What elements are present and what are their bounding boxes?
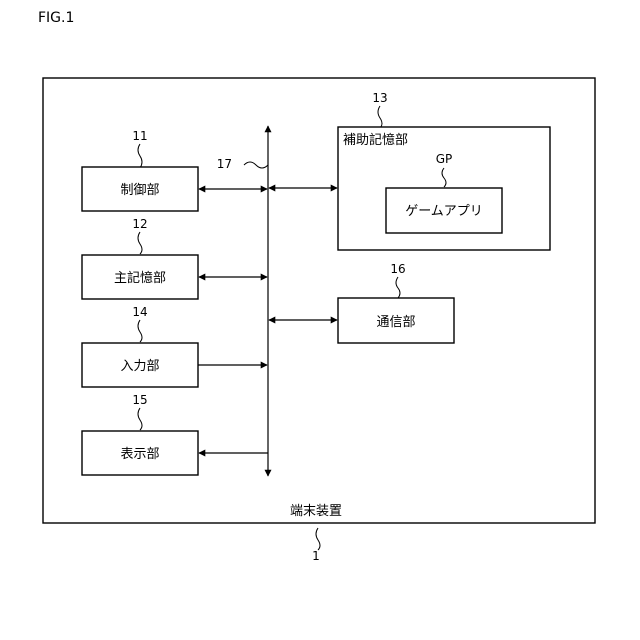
game-app-ref: GP bbox=[436, 152, 453, 166]
bus-ref: 17 bbox=[217, 157, 232, 171]
aux-storage-ref: 13 bbox=[372, 91, 387, 105]
display-unit-label: 表示部 bbox=[120, 447, 159, 462]
input-ref: 14 bbox=[132, 305, 147, 319]
device-ref-leader bbox=[316, 528, 320, 550]
aux-storage-label: 補助記憶部 bbox=[343, 132, 408, 148]
control-unit-label: 制御部 bbox=[120, 183, 159, 198]
game-app-label: ゲームアプリ bbox=[405, 204, 483, 219]
terminal-device-label: 端末装置 bbox=[290, 504, 342, 519]
display-ref: 15 bbox=[132, 393, 147, 407]
comm-unit-label: 通信部 bbox=[376, 315, 415, 330]
control-ref: 11 bbox=[132, 129, 147, 143]
comm-ref: 16 bbox=[390, 262, 405, 276]
main-memory-ref: 12 bbox=[132, 217, 147, 231]
main-memory-label: 主記憶部 bbox=[114, 270, 166, 286]
input-unit-label: 入力部 bbox=[120, 359, 159, 374]
device-ref: 1 bbox=[312, 549, 320, 563]
figure-label: FIG.1 bbox=[38, 10, 74, 26]
